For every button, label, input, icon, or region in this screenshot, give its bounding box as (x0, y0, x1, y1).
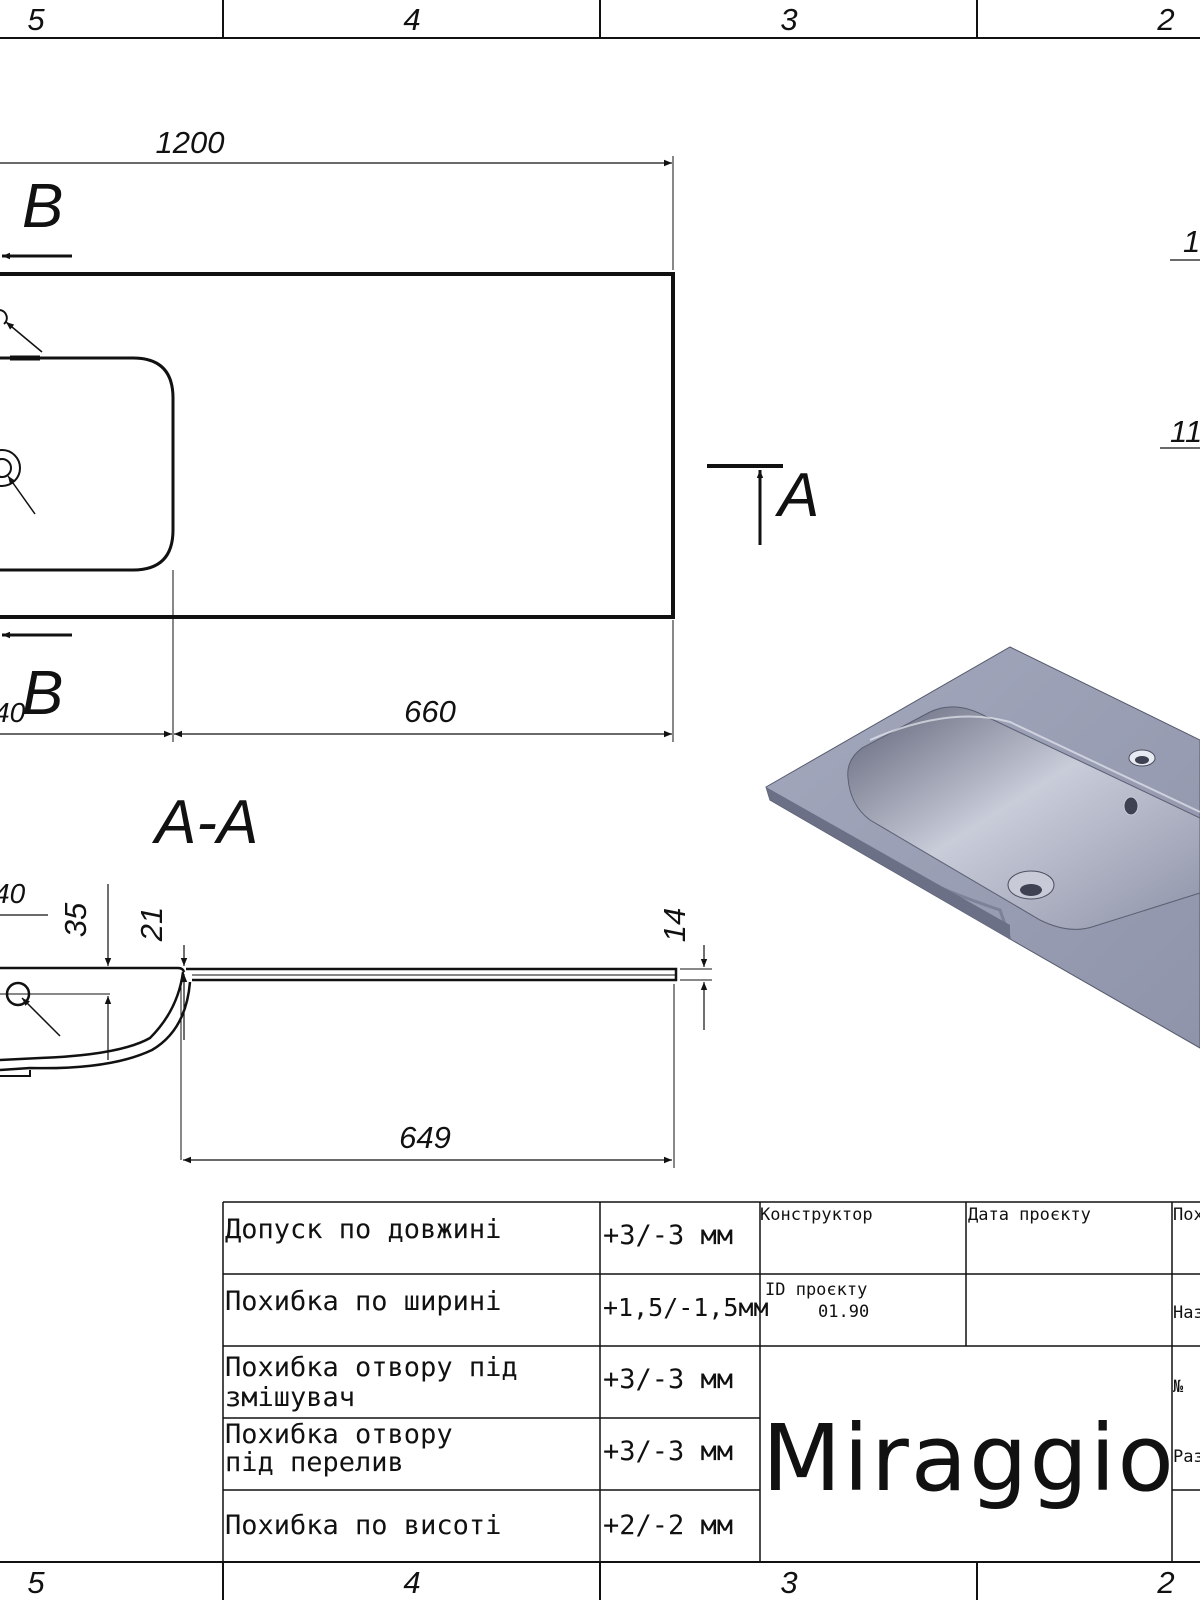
zone-bottom-5: 5 (27, 1565, 45, 1600)
tolerance-value-0: +3/-3 мм (603, 1220, 733, 1251)
section-aa-title: A-A (151, 788, 258, 857)
designer-label: Конструктор (760, 1205, 873, 1225)
countertop-outline (0, 272, 675, 619)
title-cut-no: № (1173, 1377, 1184, 1397)
section-a-label: A (774, 461, 819, 530)
brand-logo-text: Miraggio (762, 1405, 1176, 1512)
tolerance-label-2: Похибка отвору під змішувач (225, 1352, 534, 1413)
zone-top-3: 3 (780, 2, 797, 37)
title-cut-pox: Пох (1173, 1205, 1200, 1225)
dim-thickness-14: 14 (657, 908, 692, 942)
section-aa-view (0, 884, 712, 1168)
zone-bottom-3: 3 (780, 1565, 797, 1600)
zone-top-4: 4 (403, 2, 420, 37)
title-block-grid (222, 1201, 1200, 1562)
dim-section-length: 649 (399, 1120, 451, 1155)
tolerance-label-2-line-1: Похибка отвору під (225, 1352, 518, 1383)
dim-partial-left-section: 40 (0, 878, 26, 909)
dim-partial-right-top: 1 (1183, 224, 1200, 259)
tolerance-label-3-line-2: під перелив (225, 1447, 404, 1478)
section-b-label-bottom: B (22, 659, 63, 728)
dim-partial-right-mid: 11 (1170, 414, 1200, 449)
dim-partial-left-top: 40 (0, 697, 26, 728)
tolerance-label-1: Похибка по ширині (225, 1286, 501, 1317)
sink-3d-model (765, 646, 1200, 1049)
project-date-label: Дата проєкту (968, 1205, 1091, 1225)
zone-top-5: 5 (27, 2, 45, 37)
right-partial-dims (1160, 259, 1200, 449)
tolerance-value-2: +3/-3 мм (603, 1364, 733, 1395)
drain-hole (0, 449, 21, 487)
dim-depth-35: 35 (58, 902, 93, 937)
tolerance-label-0: Допуск по довжині (225, 1214, 501, 1245)
zone-bottom-2: 2 (1156, 1565, 1174, 1600)
bowl-outline (0, 356, 175, 572)
top-view (0, 156, 783, 742)
dim-height-21: 21 (134, 907, 169, 942)
tolerance-value-4: +2/-2 мм (603, 1510, 733, 1541)
title-cut-naz: Наз (1173, 1303, 1200, 1323)
tolerance-value-1: +1,5/-1,5мм (603, 1293, 769, 1322)
dim-top-length: 660 (404, 694, 456, 729)
frame-bottom (0, 1561, 1200, 1600)
tolerance-label-4: Похибка по висоті (225, 1510, 501, 1541)
section-b-label-top: B (22, 172, 63, 241)
zone-top-2: 2 (1156, 2, 1174, 37)
tolerance-value-3: +3/-3 мм (603, 1436, 733, 1467)
project-id-value: 01.90 (818, 1302, 869, 1322)
zone-bottom-4: 4 (403, 1565, 420, 1600)
tolerance-label-2-line-2: змішувач (225, 1382, 355, 1413)
tolerance-label-3-line-1: Похибка отвору (225, 1419, 453, 1450)
dim-overall-length: 1200 (156, 125, 225, 160)
tolerance-label-3: Похибка отвору під перелив (225, 1419, 469, 1478)
frame-top (0, 0, 1200, 39)
title-cut-raz: Раз (1173, 1447, 1200, 1467)
mixer-hole (0, 309, 8, 325)
project-id-label: ID проєкту (765, 1280, 867, 1300)
